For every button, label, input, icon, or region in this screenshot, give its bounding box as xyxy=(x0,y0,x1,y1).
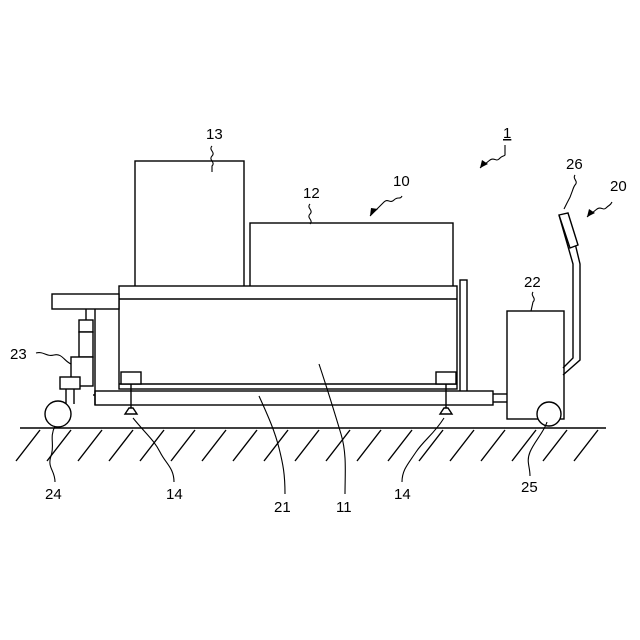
ground xyxy=(16,428,606,461)
hatch-stroke xyxy=(233,430,257,461)
label-21: 21 xyxy=(274,499,291,516)
hatch-stroke xyxy=(481,430,505,461)
label-20: 20 xyxy=(610,178,627,195)
hatch-stroke xyxy=(109,430,133,461)
label-11: 11 xyxy=(336,499,352,516)
lift-sleeve xyxy=(79,332,93,357)
lift-23 xyxy=(52,294,119,405)
hatch-stroke xyxy=(16,430,40,461)
hatch-stroke xyxy=(171,430,195,461)
arrow-20 xyxy=(587,209,595,217)
right-post xyxy=(460,280,467,392)
base-plate xyxy=(95,391,493,405)
lift-top-bracket xyxy=(52,294,119,309)
label-24: 24 xyxy=(45,486,62,503)
label-13: 13 xyxy=(206,126,223,143)
label-12: 12 xyxy=(303,185,320,202)
hatch-stroke xyxy=(140,430,164,461)
label-14-left: 14 xyxy=(166,486,183,503)
box-12 xyxy=(250,223,453,287)
wheel-24 xyxy=(45,401,71,427)
hatch-stroke xyxy=(295,430,319,461)
leader-23 xyxy=(36,353,71,364)
hatch-stroke xyxy=(264,430,288,461)
label-25: 25 xyxy=(521,479,538,496)
box-13 xyxy=(135,161,244,287)
label-14-right: 14 xyxy=(394,486,411,503)
label-22: 22 xyxy=(524,274,541,291)
hatch-stroke xyxy=(512,430,536,461)
foot-right-pad xyxy=(436,372,456,384)
arrow-10 xyxy=(370,208,378,216)
leader-21 xyxy=(259,396,285,494)
hatch-stroke xyxy=(450,430,474,461)
base-21 xyxy=(95,391,507,405)
leader-22 xyxy=(531,292,534,311)
leader-26 xyxy=(564,175,576,209)
lift-cap xyxy=(79,320,93,332)
hatch-stroke xyxy=(326,430,350,461)
hatch-stroke xyxy=(78,430,102,461)
handle-grip xyxy=(559,213,578,248)
frame-11 xyxy=(119,280,467,392)
label-23: 23 xyxy=(10,346,27,363)
ground-hatching xyxy=(16,430,598,461)
foot-left-base xyxy=(125,408,137,414)
leader-10 xyxy=(370,196,402,216)
lift-clamp xyxy=(60,377,80,389)
frame-body xyxy=(119,286,457,389)
wheel-25 xyxy=(537,402,561,426)
leader-25 xyxy=(528,422,547,476)
foot-left-pad xyxy=(121,372,141,384)
hatch-stroke xyxy=(543,430,567,461)
label-1: 1 xyxy=(503,125,511,142)
label-10: 10 xyxy=(393,173,410,190)
arrow-1 xyxy=(480,160,488,168)
box-22 xyxy=(507,311,564,419)
lift-arm-vertical xyxy=(95,296,119,405)
foot-right-base xyxy=(440,408,452,414)
leader-12 xyxy=(309,204,311,224)
hatch-stroke xyxy=(388,430,412,461)
hatch-stroke xyxy=(202,430,226,461)
hatch-stroke xyxy=(574,430,598,461)
hatch-stroke xyxy=(357,430,381,461)
label-26: 26 xyxy=(566,156,583,173)
